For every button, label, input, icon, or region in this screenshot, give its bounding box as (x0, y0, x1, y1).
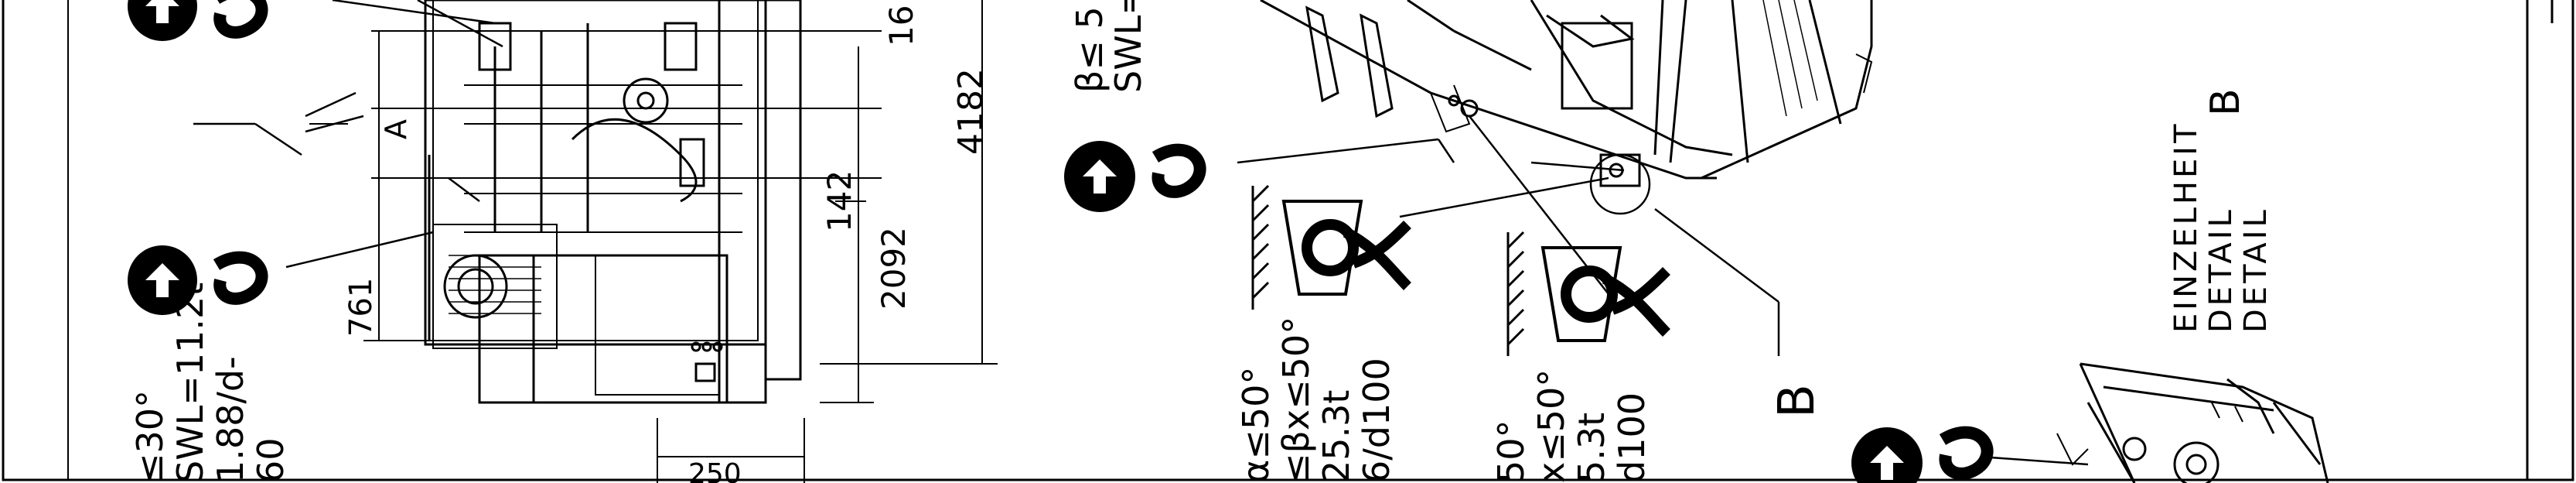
spec-swl-top: SWL= (1107, 0, 1149, 93)
spec-beta: β≤ 5 (1069, 6, 1111, 93)
dimension-250: 250 (688, 458, 742, 483)
lifting-point-hook-icon (128, 0, 268, 41)
detail-letter-b: B (2202, 88, 2249, 116)
ground-hatch-icon (1506, 231, 1525, 356)
spec-load-2: 5.3t (1571, 413, 1612, 483)
detail-einzelheit: EINZELHEIT (2168, 121, 2204, 333)
dimension-16: 16 (882, 5, 920, 46)
lifting-point-hook-icon (1064, 141, 1206, 212)
spec-beta-x-2: x≤50° (1530, 369, 1572, 483)
spec-ratio-1: 6/d100 (1356, 358, 1397, 483)
spec-ratio-2: d100 (1611, 392, 1653, 483)
spec-load: 25.3t (1315, 390, 1357, 483)
mid-top-spec: β≤ 5 SWL= (1069, 0, 1149, 93)
dimension-761: 761 (343, 278, 379, 337)
detail-circle (1589, 153, 1651, 215)
dimension-labels-left: 761 A 2092 142 4182 16 250 (343, 5, 991, 483)
dimension-2092: 2092 (875, 227, 913, 310)
mid-sling-lines (1237, 115, 1780, 356)
dimension-a: A (379, 119, 413, 139)
detail-heading: EINZELHEIT DETAIL DETAIL B (2168, 88, 2274, 333)
mid-spec-1: α≤50° ≤βx≤50° 25.3t 6/d100 (1235, 317, 1397, 483)
anchor-shackle-icon (1281, 200, 1411, 296)
dimension-142: 142 (821, 170, 858, 232)
spec-extra: 60 (250, 437, 292, 483)
detail-en: DETAIL (2203, 207, 2239, 333)
lifting-point-hook-icon (1851, 426, 1994, 483)
ground-hatch-icon (1251, 184, 1270, 310)
spec-angle: ≤30° (129, 390, 171, 483)
machine-detail-hatch (449, 255, 541, 314)
dimension-4182: 4182 (951, 68, 991, 155)
spec-alpha: α≤50° (1235, 367, 1277, 483)
detail-fr: DETAIL (2238, 207, 2274, 333)
tilted-machine-view (1260, 0, 1873, 187)
centre-lines (309, 30, 882, 179)
left-sling-spec: ≤30° SWL=11.2t 1.88/d- 60 (129, 283, 292, 483)
anchor-shackle-icon (1540, 246, 1670, 342)
spec-angle-2: 50° (1490, 420, 1532, 483)
sling-lines (193, 0, 503, 269)
mid-spec-2: 50° x≤50° 5.3t d100 (1490, 369, 1653, 483)
lifting-point-hook-icon (128, 245, 268, 315)
detail-callout-b: B (1769, 384, 1826, 418)
detail-sling-line (1979, 455, 2089, 466)
detail-b-drawing (2056, 362, 2329, 483)
spec-beta-x: ≤βx≤50° (1275, 317, 1317, 483)
dimension-lines (363, 0, 998, 483)
machine-elevation-view (424, 0, 802, 404)
spec-ratio: 1.88/d- (210, 356, 251, 483)
spec-swl: SWL=11.2t (169, 283, 211, 483)
